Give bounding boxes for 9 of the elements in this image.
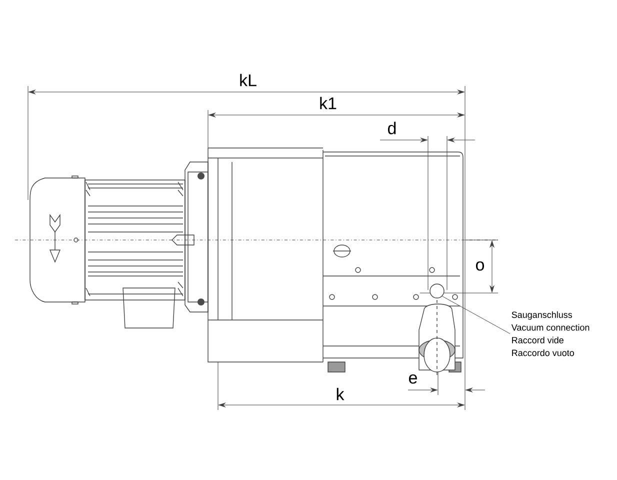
callout-text: Sauganschluss Vacuum connection Raccord vide Raccordo vuoto [511,311,590,356]
leader-line [442,296,510,334]
dimension-label: kL [240,74,256,86]
dimension-label: k1 [320,96,336,110]
dimension-label: o [476,261,484,271]
dimension-label: k [336,388,344,400]
vacuum-port [430,284,444,298]
dimension-label: e [409,374,417,384]
dimension-label: d [388,122,396,134]
